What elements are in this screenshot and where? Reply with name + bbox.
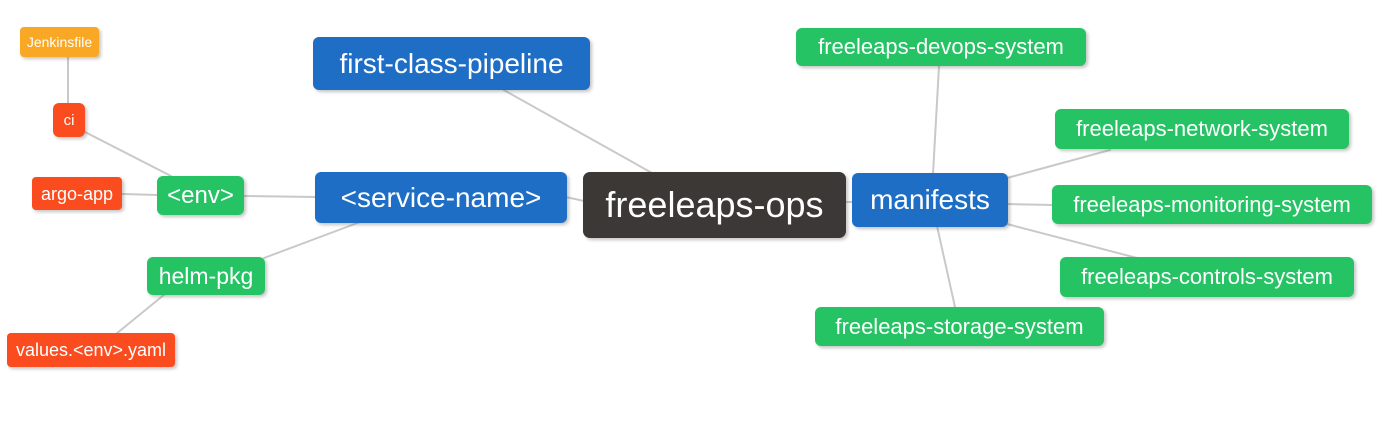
edge-manifests-monitoring: [1006, 203, 1054, 206]
node-freeleaps-ops-root[interactable]: freeleaps-ops: [583, 172, 846, 238]
edge-service-name-helm-pkg: [263, 221, 361, 259]
node-service-name[interactable]: <service-name>: [315, 172, 567, 223]
node-ci[interactable]: ci: [53, 103, 85, 137]
node-argo-app[interactable]: argo-app: [32, 177, 122, 210]
edge-manifests-controls: [1006, 223, 1138, 259]
edge-helm-pkg-values: [115, 293, 166, 335]
node-helm-pkg[interactable]: helm-pkg: [147, 257, 265, 295]
node-values-env-yaml[interactable]: values.<env>.yaml: [7, 333, 175, 367]
edge-env-service-name: [242, 195, 317, 198]
edge-argo-app-env: [121, 193, 159, 196]
edge-manifests-storage: [936, 225, 956, 308]
node-freeleaps-controls-system[interactable]: freeleaps-controls-system: [1060, 257, 1354, 297]
node-manifests[interactable]: manifests: [852, 173, 1008, 227]
node-freeleaps-devops-system[interactable]: freeleaps-devops-system: [796, 28, 1086, 66]
edge-manifests-network: [1006, 149, 1111, 179]
edge-pipeline-ops: [501, 88, 653, 174]
node-jenkinsfile[interactable]: Jenkinsfile: [20, 27, 99, 57]
node-first-class-pipeline[interactable]: first-class-pipeline: [313, 37, 590, 90]
node-freeleaps-network-system[interactable]: freeleaps-network-system: [1055, 109, 1349, 149]
node-freeleaps-storage-system[interactable]: freeleaps-storage-system: [815, 307, 1104, 346]
edge-service-name-ops: [565, 196, 585, 202]
edge-manifests-devops: [932, 65, 940, 175]
edge-ci-env: [84, 131, 172, 177]
node-freeleaps-monitoring-system[interactable]: freeleaps-monitoring-system: [1052, 185, 1372, 224]
node-env[interactable]: <env>: [157, 176, 244, 215]
